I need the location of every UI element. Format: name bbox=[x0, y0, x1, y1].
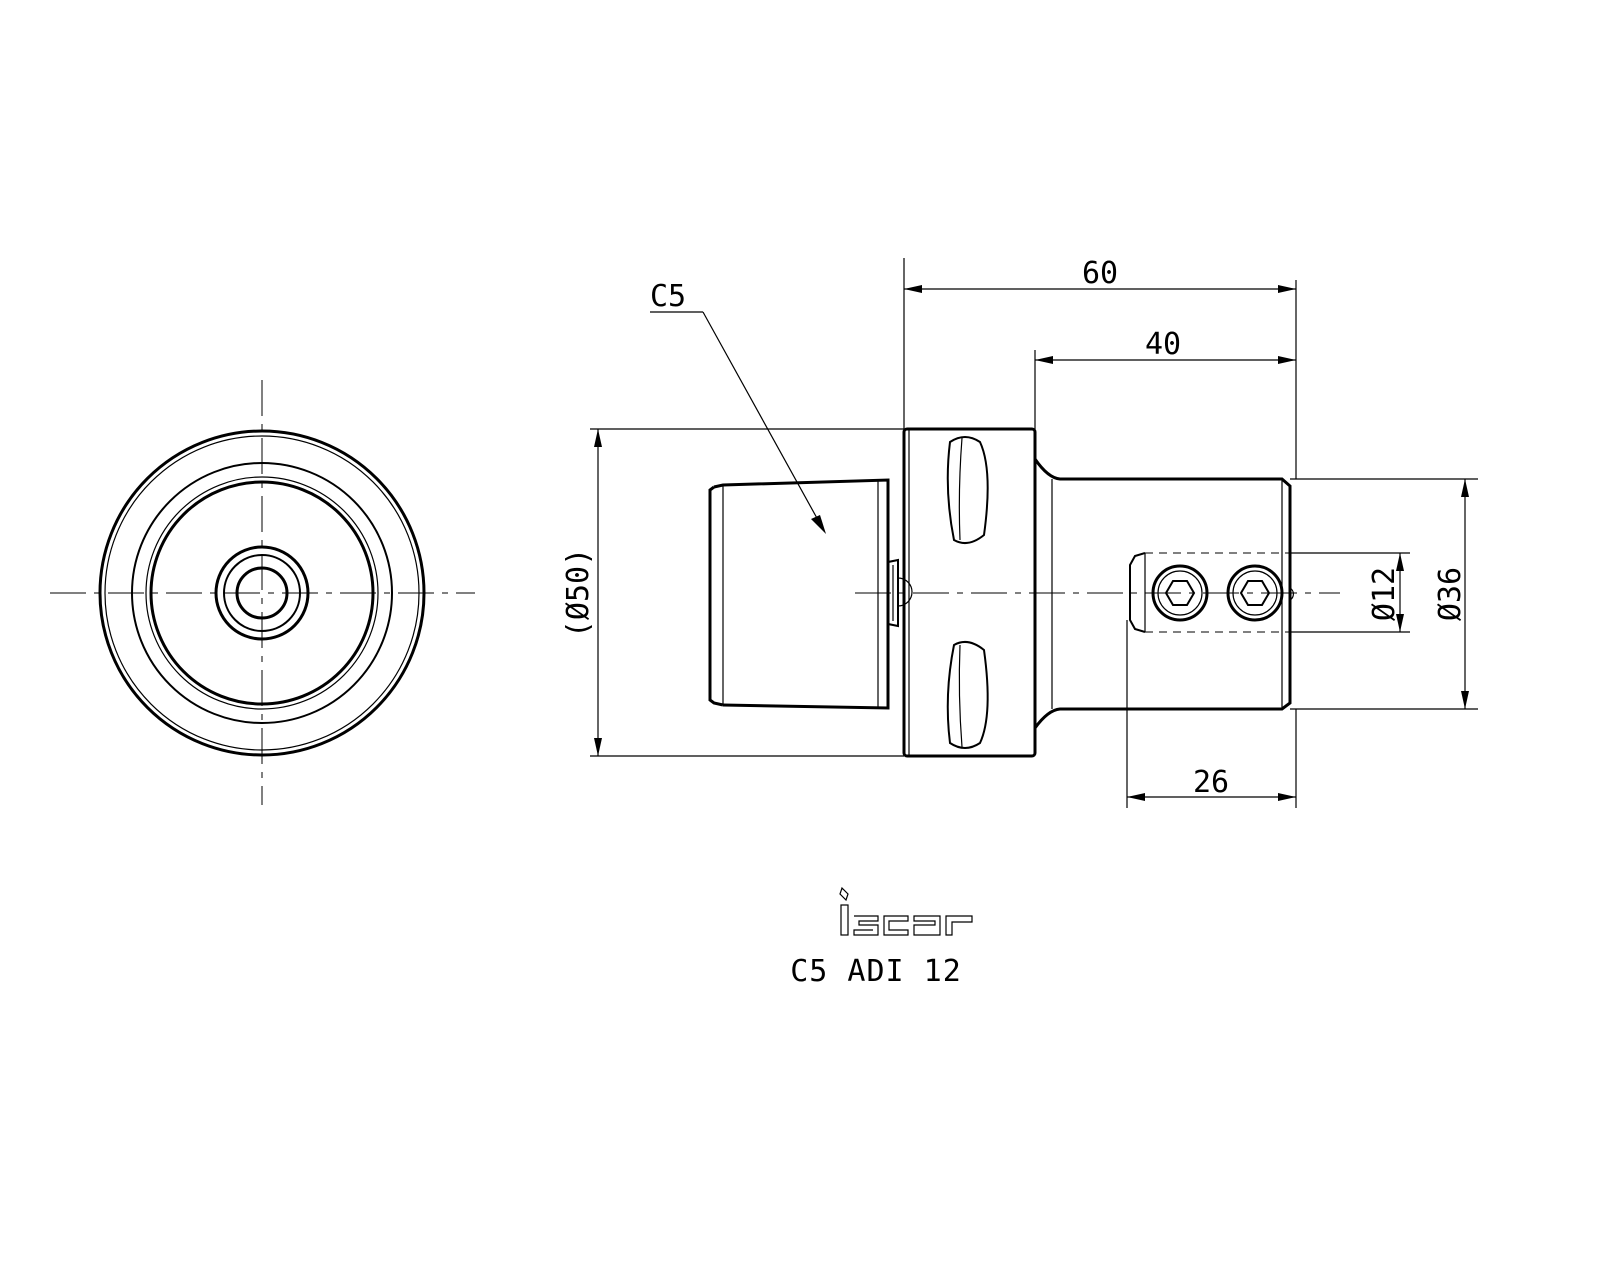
bore-diameter-label: Ø12 bbox=[1367, 567, 1402, 621]
drive-slot-bottom bbox=[946, 640, 989, 749]
dimension-shank-length bbox=[1034, 350, 1296, 459]
dimension-bore-diameter bbox=[1290, 552, 1410, 633]
cone-front-chamfer bbox=[708, 485, 724, 707]
iscar-logo-icon bbox=[839, 886, 973, 936]
dimension-shank-diameter bbox=[1290, 478, 1478, 710]
end-view-bore-chamfer-circle bbox=[223, 554, 301, 632]
end-view-bore-circle bbox=[235, 566, 289, 620]
end-view-outer-circle bbox=[98, 429, 426, 757]
overall-length-label: 60 bbox=[1082, 256, 1118, 291]
shank-length-label: 40 bbox=[1145, 327, 1181, 362]
drive-slot-top bbox=[946, 436, 989, 545]
drive-slot-top-inner bbox=[958, 437, 963, 541]
end-view-cone-circle bbox=[149, 480, 375, 706]
dimension-flange-diameter bbox=[590, 428, 904, 757]
shank-outline bbox=[1033, 458, 1292, 729]
bore-end bbox=[1129, 552, 1146, 633]
end-view bbox=[50, 380, 475, 805]
shank-diameter-label: Ø36 bbox=[1433, 567, 1468, 621]
coolant-pin bbox=[887, 558, 899, 628]
clamp-screw-1-icon bbox=[1151, 564, 1209, 622]
flange-diameter-label: (Ø50) bbox=[561, 548, 596, 638]
part-title: C5 ADI 12 bbox=[790, 954, 962, 989]
dimension-clamp-length bbox=[1126, 620, 1297, 808]
flange-body bbox=[902, 427, 1037, 758]
cone-outline bbox=[713, 478, 890, 710]
callout-leader bbox=[650, 311, 826, 534]
clamp-length-label: 26 bbox=[1193, 765, 1229, 800]
end-view-inner-ring-circle bbox=[145, 476, 379, 710]
end-view-bore-outer-circle bbox=[214, 545, 310, 641]
end-view-flange-face-circle bbox=[131, 462, 393, 724]
end-view-outer-chamfer-circle bbox=[104, 435, 420, 751]
shank-end-pin bbox=[1289, 587, 1294, 601]
clamp-screw-2-icon bbox=[1226, 564, 1284, 622]
callout-label: C5 bbox=[650, 279, 686, 314]
coolant-pin-head bbox=[897, 577, 913, 607]
side-view bbox=[708, 427, 1340, 758]
drive-slot-bottom-inner bbox=[958, 644, 963, 748]
dimension-overall-length bbox=[903, 258, 1297, 479]
